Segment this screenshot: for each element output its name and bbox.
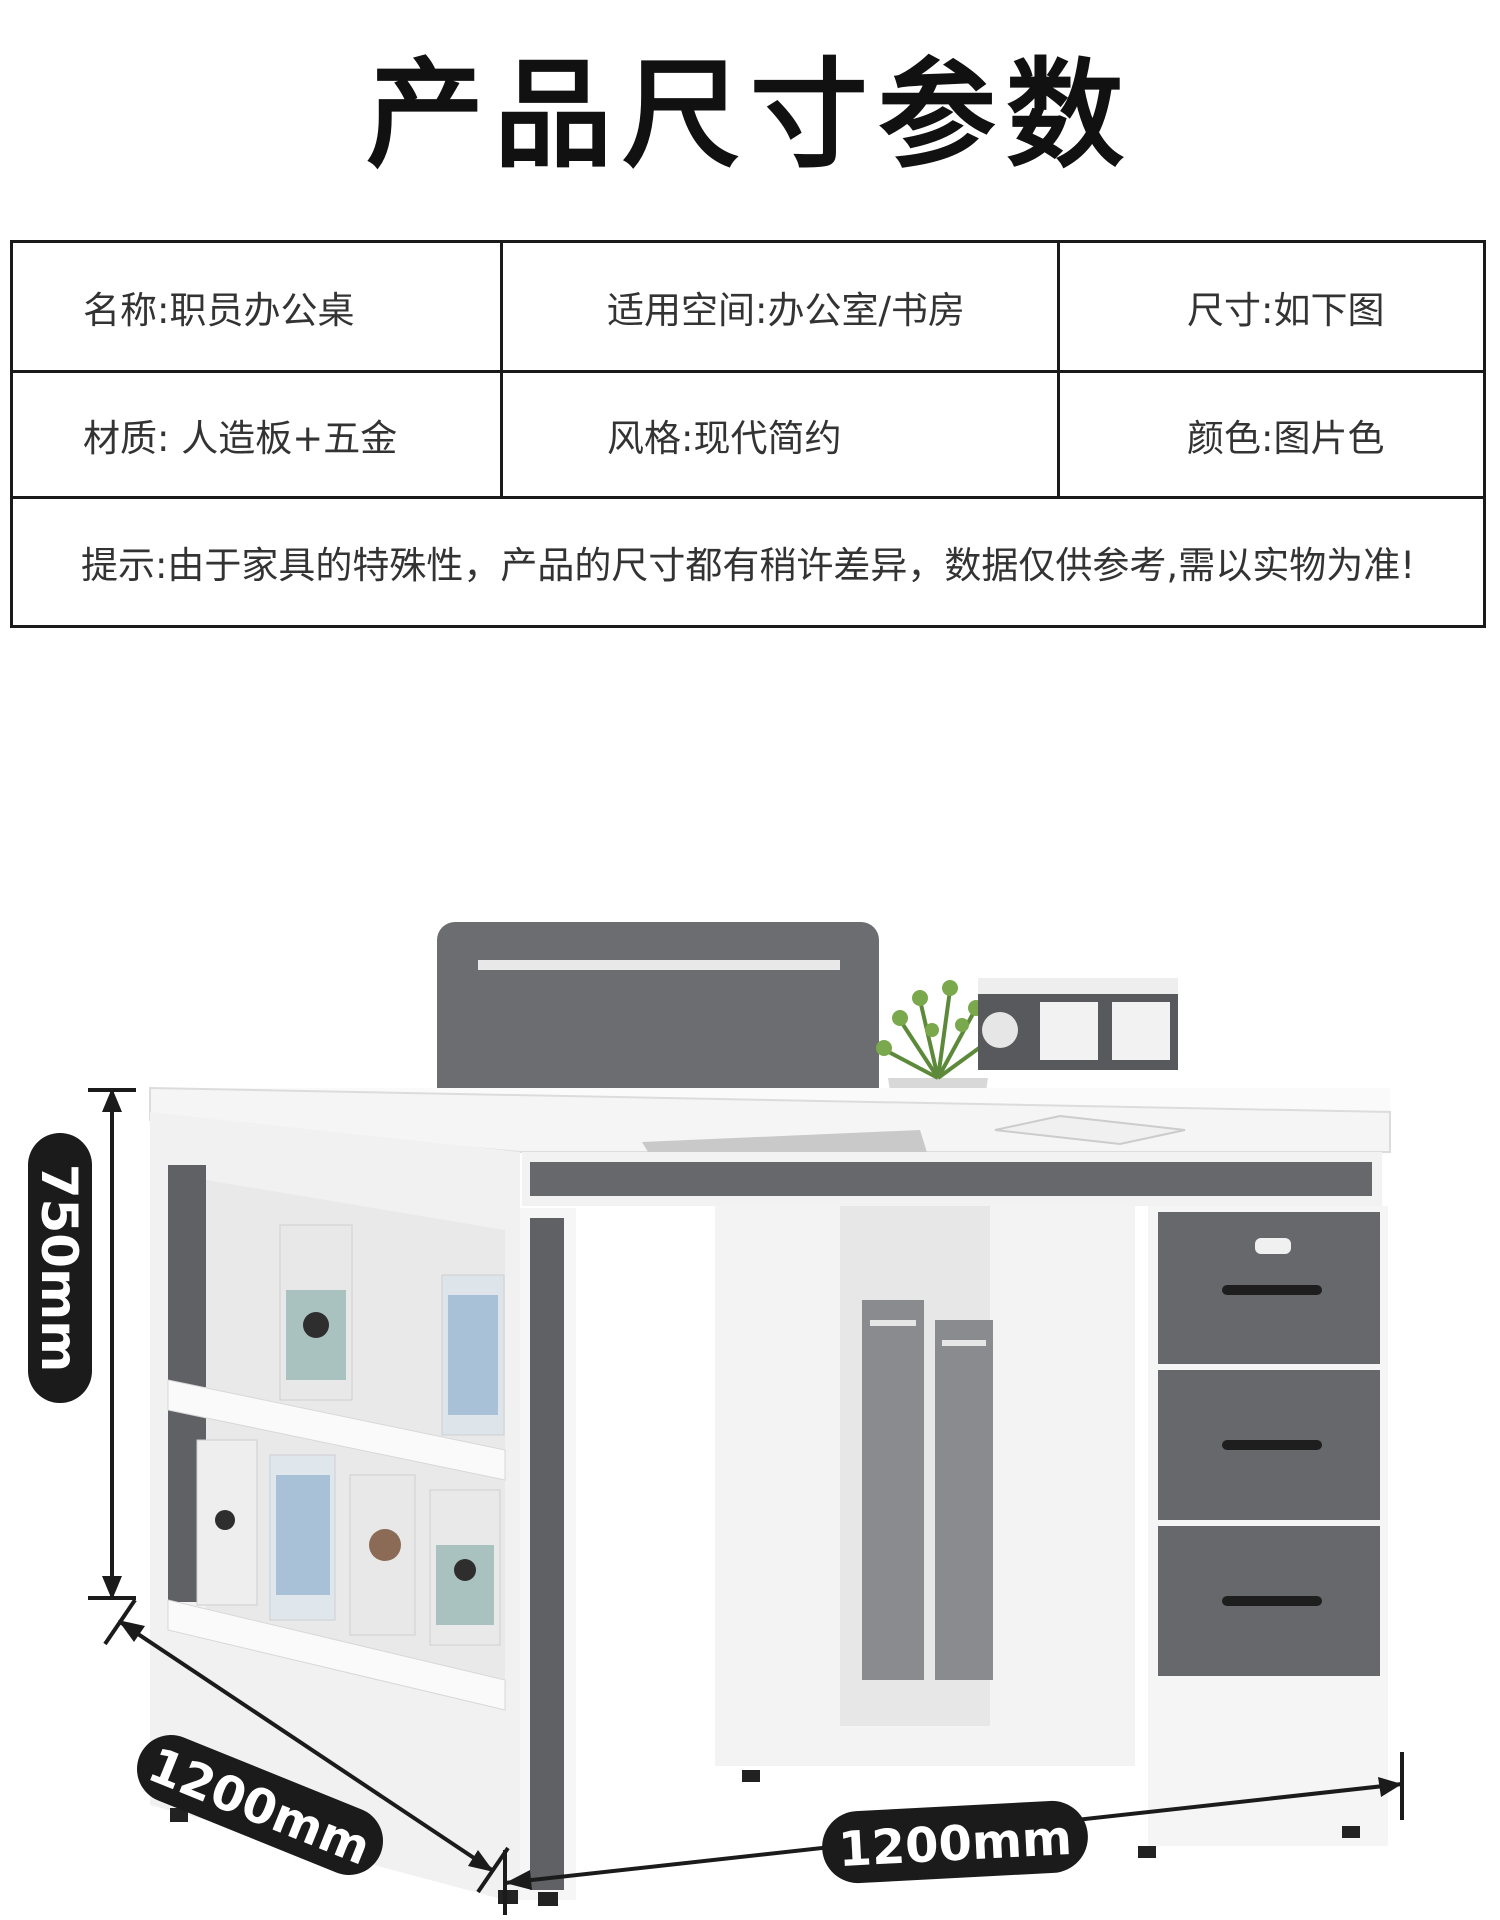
spec-row: 名称:职员办公桌 适用空间:办公室/书房 尺寸:如下图: [13, 243, 1483, 373]
drawer-handle-icon: [1222, 1285, 1322, 1295]
plant-icon: [884, 989, 992, 1080]
spec-name: 名称:职员办公桌: [13, 243, 503, 370]
spec-note-row: 提示:由于家具的特殊性，产品的尺寸都有稍许差异，数据仅供参考,需以实物为准!: [13, 499, 1483, 625]
book-icon: [994, 1114, 1186, 1146]
spec-row: 材质: 人造板+五金 风格:现代简约 颜色:图片色: [13, 373, 1483, 499]
width-dimension: 1200mm: [837, 1810, 1073, 1878]
spec-material: 材质: 人造板+五金: [13, 373, 503, 496]
lock-icon: [1255, 1238, 1291, 1254]
pc-tower-icon: [862, 1300, 924, 1680]
spec-style: 风格:现代简约: [503, 373, 1060, 496]
height-badge: 750mm: [28, 1133, 92, 1403]
magazine-icon: [196, 1224, 505, 1646]
socket-icon: [1112, 1002, 1170, 1060]
desk-leg: [530, 1218, 564, 1890]
spec-size: 尺寸:如下图: [1187, 288, 1385, 332]
spec-space: 适用空间:办公室/书房: [503, 243, 1060, 370]
drawer-handle-icon: [1222, 1596, 1322, 1606]
page-title: 产品尺寸参数: [365, 46, 1134, 184]
width-badge: 1200mm: [822, 1800, 1088, 1884]
spec-color: 颜色:图片色: [1187, 416, 1385, 460]
spec-note: 提示:由于家具的特殊性，产品的尺寸都有稍许差异，数据仅供参考,需以实物为准!: [80, 544, 1416, 587]
drawer-handle-icon: [1222, 1440, 1322, 1450]
socket-icon: [1040, 1002, 1098, 1060]
privacy-screen: [437, 922, 879, 1132]
pc-tower-icon: [935, 1320, 993, 1680]
spec-table: 名称:职员办公桌 适用空间:办公室/书房 尺寸:如下图 材质: 人造板+五金 风…: [10, 240, 1486, 628]
desk-illustration: 750mm 1200mm 1200mm: [28, 922, 1404, 1915]
height-dimension: 750mm: [30, 1164, 88, 1373]
screen-strip: [478, 960, 840, 970]
